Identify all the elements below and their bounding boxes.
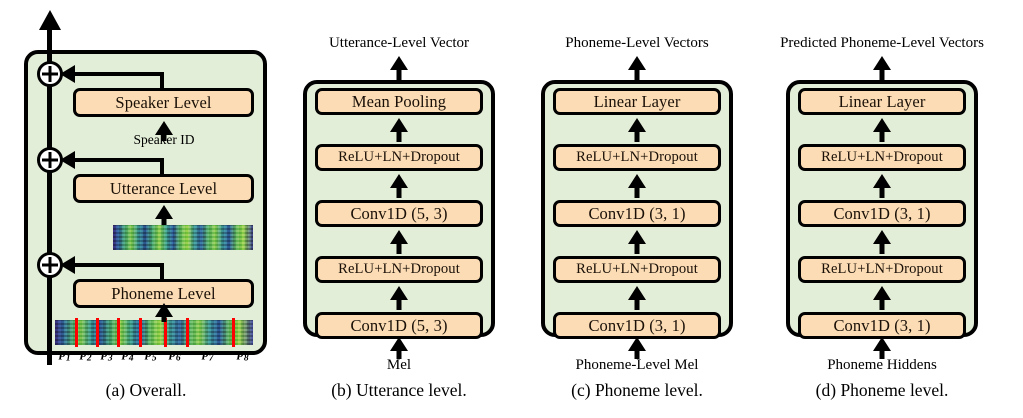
feedback-line-utterance-vertical	[160, 158, 164, 182]
block-relu-ln-dropout-d1[interactable]: ReLU+LN+Dropout	[798, 256, 966, 283]
block-relu-ln-dropout-c2[interactable]: ReLU+LN+Dropout	[553, 144, 721, 171]
block-conv1d-c1[interactable]: Conv1D (3, 1)	[553, 312, 721, 339]
block-phoneme-level[interactable]: Phoneme Level	[73, 279, 254, 308]
main-trunk-line	[47, 28, 52, 365]
block-relu-ln-dropout-c1[interactable]: ReLU+LN+Dropout	[553, 256, 721, 283]
input-label-phoneme-hiddens: Phoneme Hiddens	[827, 357, 937, 373]
caption-panel-c: (c) Phoneme level.	[571, 380, 703, 400]
phoneme-label-p8: p8	[237, 345, 249, 364]
arrow-c-input	[628, 337, 646, 359]
block-linear-layer-c[interactable]: Linear Layer	[553, 88, 721, 115]
feedback-arrowhead-utterance	[60, 151, 75, 169]
feedback-arrowhead-phoneme	[60, 256, 75, 274]
block-relu-ln-dropout-d2[interactable]: ReLU+LN+Dropout	[798, 144, 966, 171]
arrow-b-4	[390, 118, 408, 142]
phoneme-divider	[117, 318, 120, 347]
spectrogram-phoneme	[55, 320, 253, 345]
phoneme-label-p3: p3	[101, 345, 113, 364]
arrow-speaker-id	[155, 121, 173, 141]
arrow-output-c	[628, 56, 646, 86]
phoneme-label-p1: p1	[59, 345, 71, 364]
phoneme-divider	[96, 318, 99, 347]
feedback-arrowhead-speaker	[60, 65, 75, 83]
feedback-line-phoneme-horizontal	[73, 263, 164, 267]
arrow-b-1	[390, 286, 408, 310]
caption-panel-d: (d) Phoneme level.	[815, 380, 949, 400]
arrow-c-3	[628, 174, 646, 198]
plus-node-utterance	[36, 147, 63, 173]
arrow-c-1	[628, 286, 646, 310]
phoneme-label-p5: p5	[145, 345, 157, 364]
caption-panel-b: (b) Utterance level.	[331, 380, 467, 400]
phoneme-divider	[186, 318, 189, 347]
label-speaker-id: Speaker ID	[133, 132, 195, 147]
arrow-d-4	[873, 118, 891, 142]
phoneme-divider	[164, 318, 167, 347]
phoneme-divider	[75, 318, 78, 347]
phoneme-label-p2: p2	[80, 345, 92, 364]
block-utterance-level[interactable]: Utterance Level	[73, 174, 254, 203]
input-label-mel: Mel	[386, 357, 412, 373]
phoneme-label-p6: p6	[169, 345, 181, 364]
arrow-d-1	[873, 286, 891, 310]
block-relu-ln-dropout-b1[interactable]: ReLU+LN+Dropout	[315, 256, 483, 283]
block-conv1d-c2[interactable]: Conv1D (3, 1)	[553, 200, 721, 227]
block-conv1d-d2[interactable]: Conv1D (3, 1)	[798, 200, 966, 227]
arrow-output-b	[390, 56, 408, 86]
arrow-c-2	[628, 230, 646, 254]
feedback-line-speaker-horizontal	[73, 72, 164, 76]
output-label-predicted-phoneme-vectors: Predicted Phoneme-Level Vectors	[780, 35, 984, 51]
arrow-phoneme-input	[155, 303, 173, 322]
output-label-phoneme-vectors: Phoneme-Level Vectors	[565, 35, 709, 51]
phoneme-label-p7: p7	[202, 345, 214, 364]
phoneme-label-p4: p4	[122, 345, 134, 364]
block-conv1d-b1[interactable]: Conv1D (5, 3)	[315, 312, 483, 339]
block-speaker-level[interactable]: Speaker Level	[73, 88, 254, 117]
block-relu-ln-dropout-b2[interactable]: ReLU+LN+Dropout	[315, 144, 483, 171]
arrow-utterance-input	[155, 205, 173, 225]
feedback-line-utterance-horizontal	[73, 158, 164, 162]
arrow-d-2	[873, 230, 891, 254]
feedback-line-phoneme-vertical	[160, 263, 164, 287]
arrow-output-d	[873, 56, 891, 86]
plus-node-speaker	[36, 61, 63, 87]
phoneme-divider	[139, 318, 142, 347]
plus-node-phoneme	[36, 252, 63, 278]
arrow-b-3	[390, 174, 408, 198]
arrow-b-input	[390, 337, 408, 359]
output-label-utterance-vector: Utterance-Level Vector	[328, 35, 470, 51]
arrow-d-input	[873, 337, 891, 359]
input-label-phoneme-level-mel: Phoneme-Level Mel	[575, 357, 699, 373]
main-trunk-arrowhead	[38, 10, 61, 30]
block-linear-layer-d[interactable]: Linear Layer	[798, 88, 966, 115]
caption-panel-a: (a) Overall.	[105, 380, 187, 400]
block-mean-pooling[interactable]: Mean Pooling	[315, 88, 483, 115]
spectrogram-utterance	[113, 225, 253, 250]
arrow-b-2	[390, 230, 408, 254]
feedback-line-speaker-vertical	[160, 72, 164, 96]
block-conv1d-d1[interactable]: Conv1D (3, 1)	[798, 312, 966, 339]
phoneme-divider	[232, 318, 235, 347]
block-conv1d-b2[interactable]: Conv1D (5, 3)	[315, 200, 483, 227]
arrow-d-3	[873, 174, 891, 198]
arrow-c-4	[628, 118, 646, 142]
